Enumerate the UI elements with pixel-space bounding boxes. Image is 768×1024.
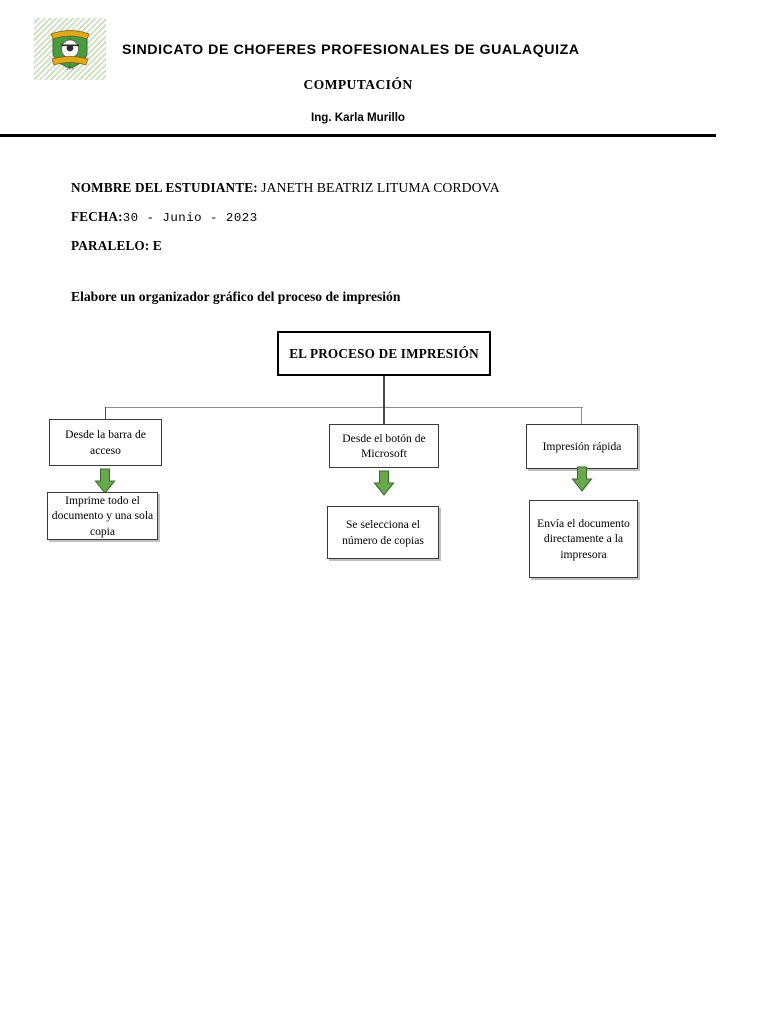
header-divider xyxy=(0,134,716,137)
assignment-prompt: Elabore un organizador gráfico del proce… xyxy=(71,289,401,304)
student-name-value: JANETH BEATRIZ LITUMA CORDOVA xyxy=(261,180,500,195)
teacher-name: Ing. Karla Murillo xyxy=(310,111,406,124)
flow-node-branch-2-result: Se selecciona el número de copias xyxy=(327,506,439,559)
svg-text:1979: 1979 xyxy=(66,67,74,71)
arrow-down-icon xyxy=(373,470,395,496)
shield-emblem-icon: 1979 xyxy=(50,30,90,71)
connector-drop-left xyxy=(105,407,107,420)
parallel-label: PARALELO: xyxy=(71,238,150,253)
institution-logo: 1979 xyxy=(34,18,106,80)
flow-node-branch-1-result: Imprime todo el documento y una sola cop… xyxy=(47,492,158,540)
connector-root-trunk xyxy=(383,376,385,408)
date-line: FECHA:30 - Junio - 2023 xyxy=(71,209,671,225)
date-label: FECHA: xyxy=(71,209,123,224)
connector-drop-center xyxy=(383,407,385,425)
arrow-down-icon xyxy=(571,466,593,492)
flow-node-branch-3-step: Impresión rápida xyxy=(526,424,638,469)
connector-horizontal-bus xyxy=(105,407,583,409)
arrow-down-icon xyxy=(94,468,116,494)
flow-node-branch-1-step: Desde la barra de acceso xyxy=(49,419,162,466)
subject-heading: COMPUTACIÓN xyxy=(303,77,413,92)
student-name-label: NOMBRE DEL ESTUDIANTE: xyxy=(71,180,258,195)
parallel-value: E xyxy=(152,238,162,253)
parallel-line: PARALELO: E xyxy=(71,238,671,254)
flow-node-branch-3-result: Envía el documento directamente a la imp… xyxy=(529,500,638,578)
student-name-line: NOMBRE DEL ESTUDIANTE: JANETH BEATRIZ LI… xyxy=(71,180,671,196)
flow-node-branch-2-step: Desde el botón de Microsoft xyxy=(329,424,439,468)
student-info-block: NOMBRE DEL ESTUDIANTE: JANETH BEATRIZ LI… xyxy=(71,180,671,267)
page-title: SINDICATO DE CHOFERES PROFESIONALES DE G… xyxy=(122,42,580,58)
date-value: 30 - Junio - 2023 xyxy=(122,211,258,225)
connector-drop-right xyxy=(581,407,583,424)
flow-node-root: EL PROCESO DE IMPRESIÓN xyxy=(277,331,491,376)
